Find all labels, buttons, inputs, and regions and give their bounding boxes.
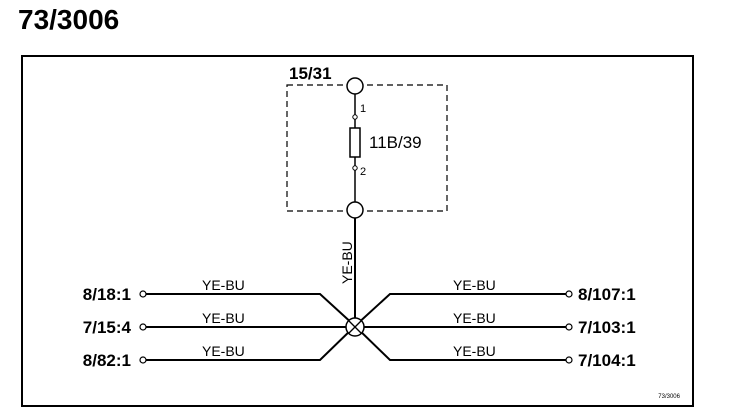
left-connector-2-dot [139,323,147,331]
right-connector-2-dot [565,323,573,331]
left-connector-3-dot [139,356,147,364]
top-connector-label: 15/31 [289,64,332,83]
footer-reference: 73/3006 [658,394,680,400]
splice-cross-b [348,320,362,334]
left-connector-3-label: 8/82:1 [83,351,131,370]
left-wire-2-color: YE-BU [202,310,245,326]
right-connector-2-label: 7/103:1 [578,318,636,337]
right-connector-3-label: 7/104:1 [578,351,636,370]
right-connector-3-dot [565,356,573,364]
diagram-frame [21,55,694,407]
pin1-label: 1 [360,103,366,115]
right-wire-2-color: YE-BU [453,310,496,326]
pin2-dot [352,165,358,171]
right-connector-1-label: 8/107:1 [578,285,636,304]
left-wire-1-color: YE-BU [202,277,245,293]
left-wire-3-color: YE-BU [202,343,245,359]
pin1-dot [352,114,358,120]
top-terminal [346,77,364,95]
wire-right-3 [354,325,566,361]
bottom-terminal [346,201,364,219]
left-connector-1-dot [139,290,147,298]
left-connector-2-label: 7/15:4 [83,318,132,337]
trunk-wire-color-label: YE-BU [339,241,355,284]
wire-left-1 [146,293,356,327]
component-label: 11B/39 [369,133,422,152]
right-wire-3-color: YE-BU [453,343,496,359]
right-connector-1-dot [565,290,573,298]
right-wire-1-color: YE-BU [453,277,496,293]
wire-left-3 [146,325,356,361]
wire-right-1 [354,293,566,327]
pin2-label: 2 [360,166,366,178]
fuse-symbol [349,127,361,158]
component-box [286,84,448,212]
page-title: 73/3006 [18,4,120,35]
left-connector-1-label: 8/18:1 [83,285,131,304]
